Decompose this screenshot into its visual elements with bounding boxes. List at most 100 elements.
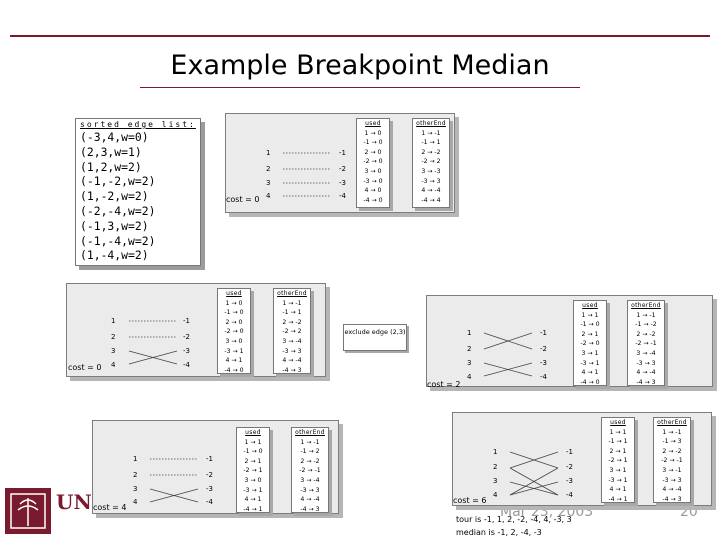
other-end-row: -2 → -1 <box>299 467 321 475</box>
used-row: 3 → 0 <box>364 167 382 175</box>
used-row: -1 → 0 <box>243 448 263 456</box>
title-rule <box>140 87 580 88</box>
used-table: used 1 → 1 -1 → 0 2 → 1 -2 → 1 3 → 0 -3 … <box>236 427 270 513</box>
other-end-row: 2 → -2 <box>662 447 682 455</box>
other-end-row: -3 → 3 <box>636 359 656 367</box>
used-row: 1 → 0 <box>364 129 382 137</box>
used-row: 4 → 0 <box>364 187 382 195</box>
other-end-header: otherEnd <box>416 120 446 127</box>
edge-item: (2,3,w=1) <box>80 144 142 159</box>
other-end-row: 1 → -1 <box>300 438 320 446</box>
other-end-header: otherEnd <box>295 429 325 436</box>
used-row: 4 → 1 <box>225 357 243 365</box>
used-row: -2 → 0 <box>224 328 244 336</box>
used-row: 4 → 1 <box>581 369 599 377</box>
other-end-row: -1 → -2 <box>635 321 657 329</box>
edge-diagram <box>283 152 331 197</box>
other-end-row: 2 → -2 <box>636 330 656 338</box>
other-end-row: 1 → -1 <box>662 428 682 436</box>
footer-date: Mar 23, 2003 <box>500 504 594 520</box>
other-end-row: -1 → 3 <box>662 438 682 446</box>
edge-item: (-3,4,w=0) <box>80 130 149 144</box>
node-label: 2 <box>133 471 138 479</box>
top-rule <box>10 35 710 37</box>
other-end-row: -3 → 3 <box>421 177 441 185</box>
other-end-row: -3 → 3 <box>300 486 320 494</box>
other-end-row: -2 → 2 <box>282 328 302 336</box>
other-end-row: 1 → -1 <box>636 311 656 319</box>
node-label: 3 <box>133 485 138 493</box>
used-row: -2 → 1 <box>608 457 628 465</box>
used-header: used <box>610 419 626 426</box>
exclude-edge-note: exclude edge (2,3) <box>343 324 407 351</box>
other-end-row: 2 → -2 <box>300 457 320 465</box>
edge-item: (1,-2,w=2) <box>80 189 149 204</box>
other-end-row: 4 → -4 <box>421 187 441 195</box>
other-end-row: 3 → -4 <box>300 476 320 484</box>
edge-item: (-2,-4,w=2) <box>80 203 156 218</box>
node-label: -4 <box>566 491 573 499</box>
node-label: 1 <box>133 455 138 463</box>
sorted-edge-header: sorted edge list: <box>80 120 196 129</box>
used-row: -4 → 0 <box>363 196 383 204</box>
used-row: 4 → 1 <box>609 486 627 494</box>
other-end-table: otherEnd 1 → -1 -1 → -2 2 → -2 -2 → -1 3… <box>627 300 665 386</box>
edge-item: (1,-4,w=2) <box>80 248 149 263</box>
other-end-row: -1 → 1 <box>421 139 441 147</box>
node-label: -2 <box>339 165 346 173</box>
edge-diagram <box>483 332 533 377</box>
cost-label: cost = 4 <box>93 503 127 512</box>
node-label: -2 <box>566 463 573 471</box>
other-end-row: 1 → -1 <box>282 299 302 307</box>
other-end-header: otherEnd <box>631 302 661 309</box>
node-label: 2 <box>467 345 472 353</box>
used-row: 2 → 1 <box>581 330 599 338</box>
other-end-row: 4 → -4 <box>282 357 302 365</box>
used-row: -4 → 1 <box>243 505 263 513</box>
used-row: 2 → 1 <box>609 447 627 455</box>
other-end-table: otherEnd 1 → -1 -1 → 3 2 → -2 -2 → -1 3 … <box>653 417 691 503</box>
used-row: 3 → 1 <box>609 466 627 474</box>
node-label: -3 <box>339 179 346 187</box>
used-row: 2 → 1 <box>244 457 262 465</box>
median-text: median is -1, 2, -4, -3 <box>456 528 542 537</box>
used-row: -4 → 0 <box>224 366 244 374</box>
node-label: -1 <box>339 149 346 157</box>
node-label: 1 <box>467 329 472 337</box>
node-label: -2 <box>540 345 547 353</box>
node-label: -4 <box>339 192 346 200</box>
used-header: used <box>245 429 261 436</box>
node-label: 3 <box>111 347 116 355</box>
other-end-row: -4 → 4 <box>421 196 441 204</box>
node-label: -3 <box>566 477 573 485</box>
used-row: 2 → 0 <box>364 148 382 156</box>
cost-label: cost = 6 <box>453 496 487 505</box>
node-label: -1 <box>540 329 547 337</box>
edge-item: (-1,-2,w=2) <box>80 174 156 189</box>
node-label: 1 <box>111 317 116 325</box>
step-panel-2: cost = 2 1 2 3 4 -1 -2 -3 -4 used 1 → 1 … <box>426 295 713 389</box>
other-end-row: 1 → -1 <box>421 129 441 137</box>
other-end-row: -3 → 3 <box>282 347 302 355</box>
node-label: 3 <box>493 477 498 485</box>
used-row: -3 → 1 <box>608 476 628 484</box>
step-panel-1: cost = 0 1 2 3 4 -1 -2 -3 -4 used 1 → 0 … <box>66 283 326 377</box>
used-row: -4 → 0 <box>580 378 600 386</box>
node-label: 1 <box>266 149 271 157</box>
edge-diagram <box>509 451 559 496</box>
used-row: -3 → 0 <box>363 177 383 185</box>
node-label: -3 <box>206 485 213 493</box>
used-table: used 1 → 1 -1 → 1 2 → 1 -2 → 1 3 → 1 -3 … <box>601 417 635 503</box>
other-end-row: -3 → 3 <box>662 476 682 484</box>
other-end-table: otherEnd 1 → -1 -1 → 1 2 → -2 -2 → 2 3 →… <box>412 118 450 208</box>
used-row: 1 → 1 <box>609 428 627 436</box>
page-number: 20 <box>680 504 698 520</box>
sorted-edge-list: sorted edge list: (-3,4,w=0) (2,3,w=1) (… <box>75 118 201 266</box>
edge-diagram <box>128 320 178 365</box>
used-row: -3 → 1 <box>243 486 263 494</box>
university-logo <box>5 488 51 534</box>
used-row: 3 → 0 <box>225 337 243 345</box>
used-row: 3 → 1 <box>581 349 599 357</box>
other-end-row: -2 → 2 <box>421 158 441 166</box>
node-label: 4 <box>467 373 472 381</box>
